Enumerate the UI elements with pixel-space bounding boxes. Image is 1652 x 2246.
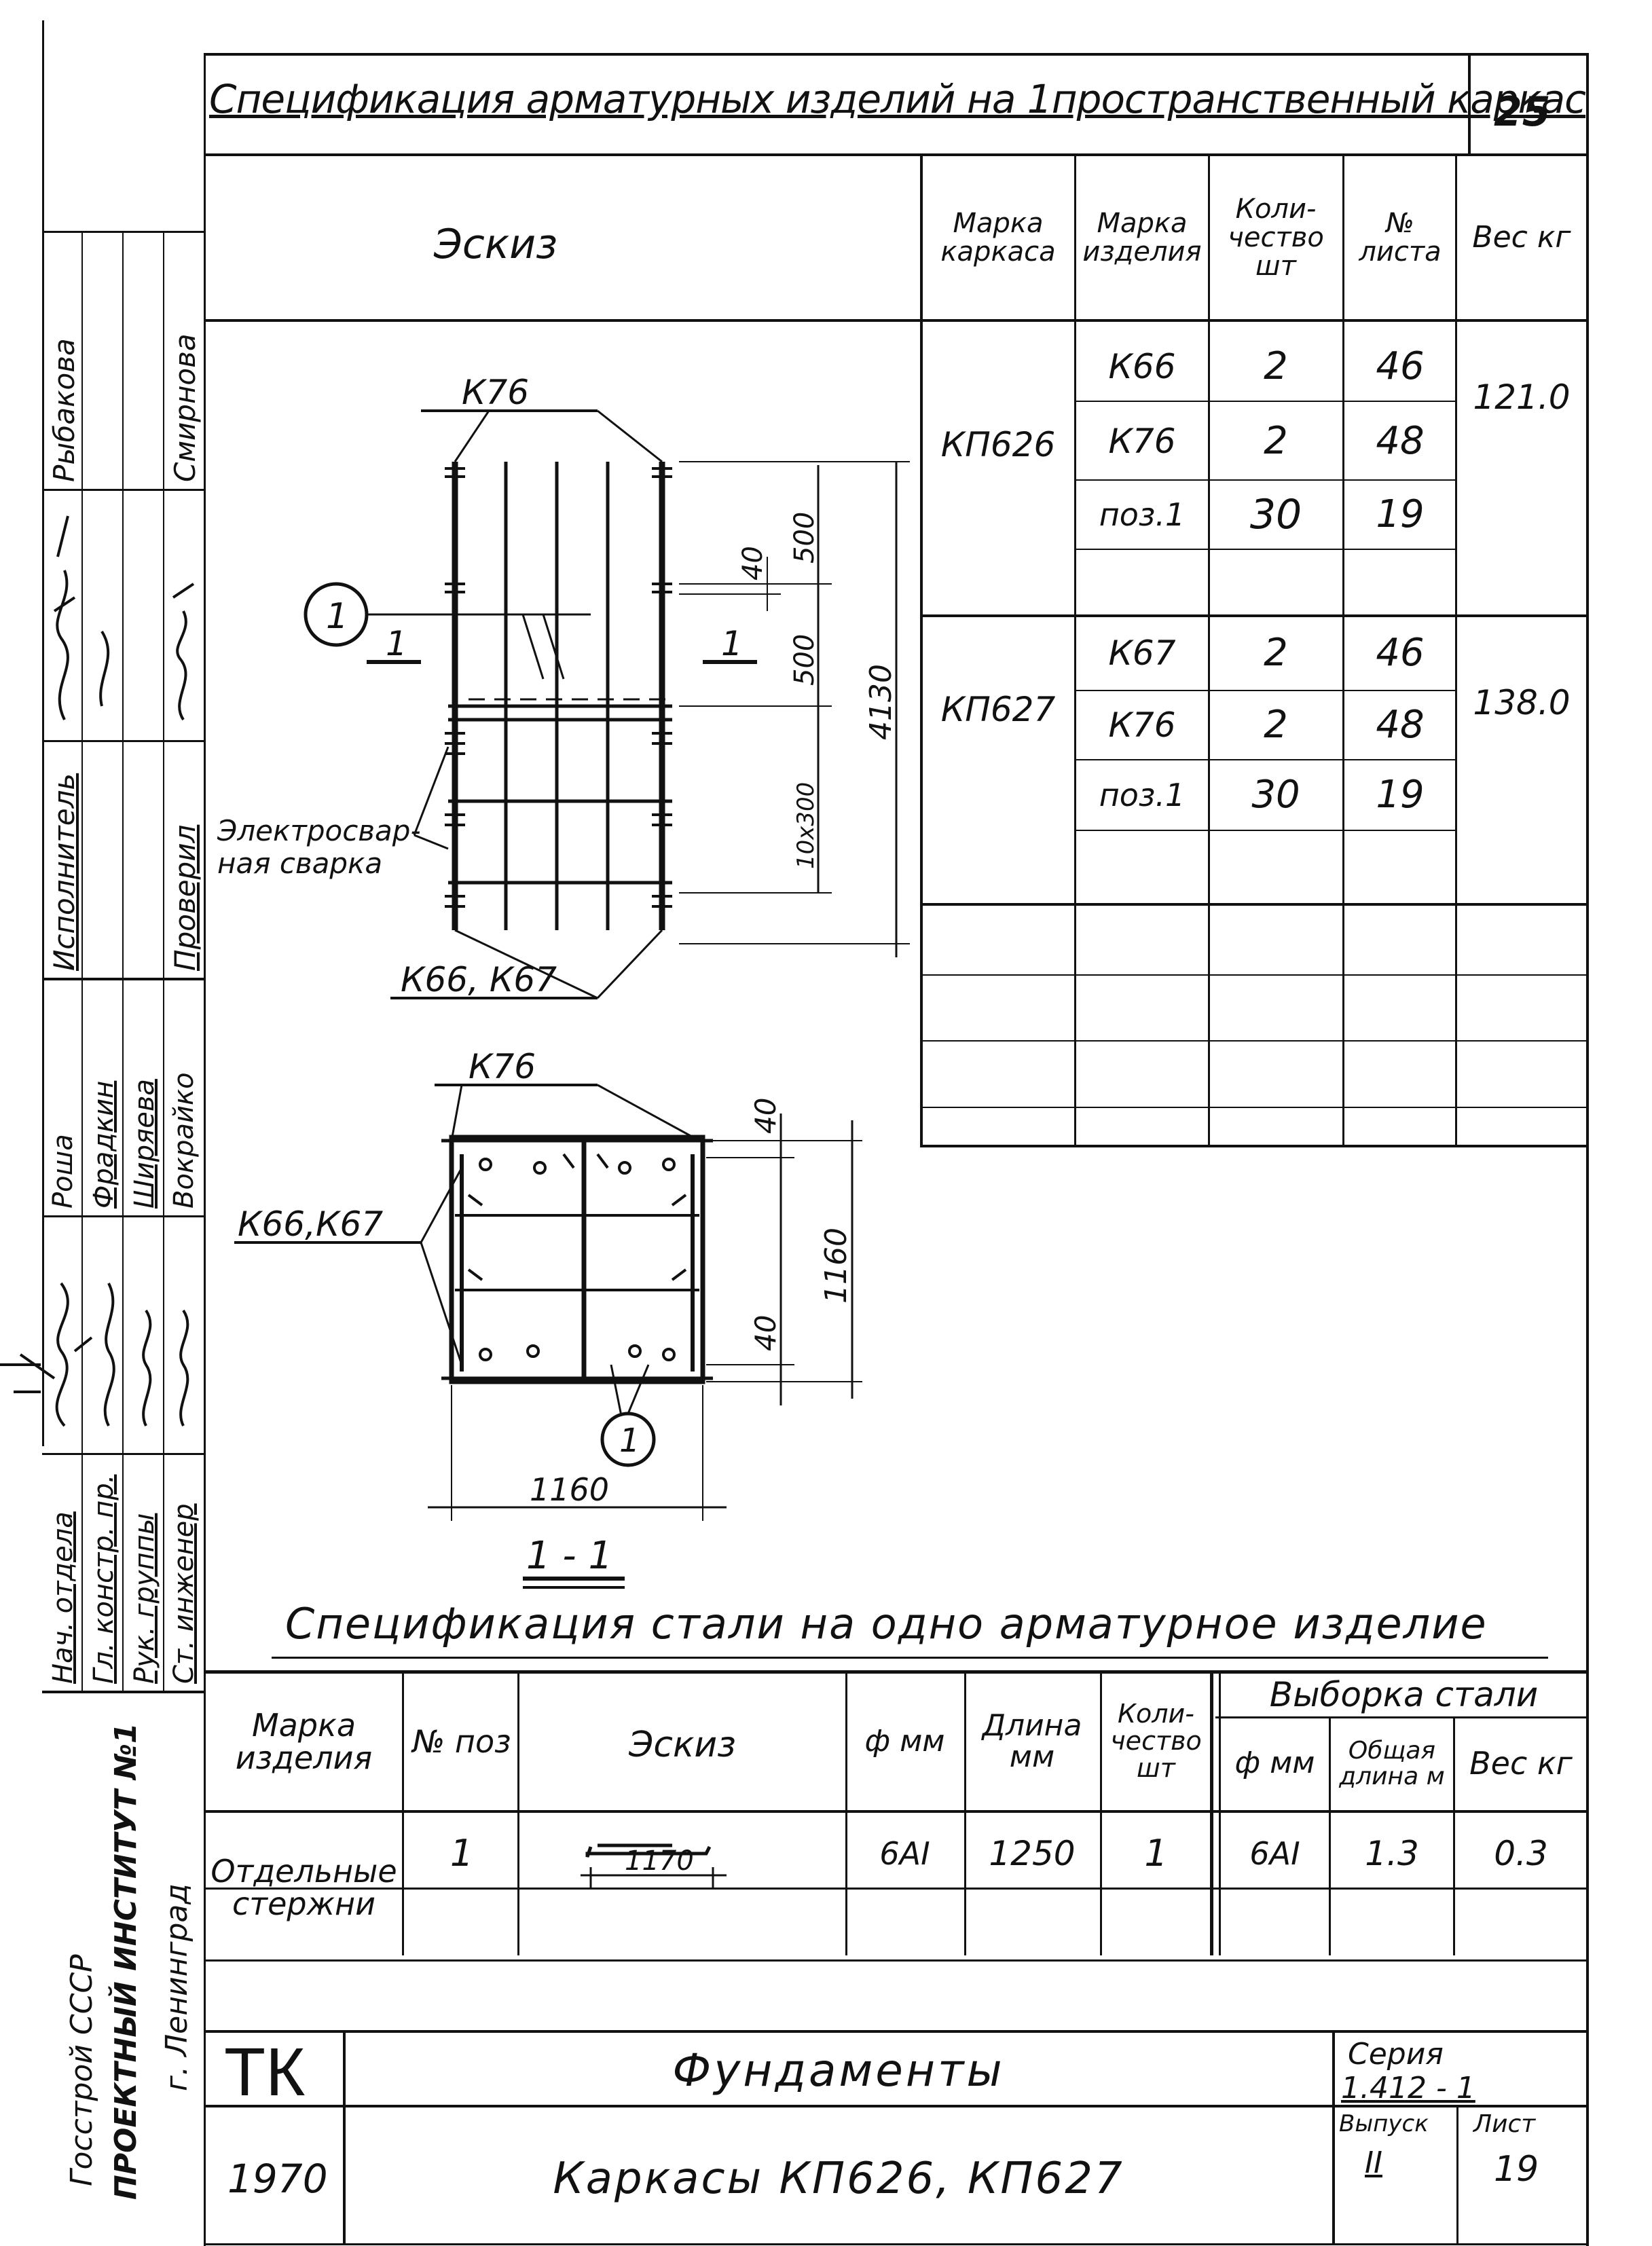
signature-scribbles bbox=[0, 515, 195, 1427]
signature-3 bbox=[14, 1282, 93, 1427]
header-item-mark: Марка изделия bbox=[1082, 208, 1202, 268]
org-line-1: Госстрой СССР bbox=[65, 1954, 99, 2186]
row-sel-weight: 0.3 bbox=[1494, 1833, 1548, 1873]
sheet-1-2: 48 bbox=[1376, 418, 1425, 463]
col-quantity: Коли-чество шт bbox=[1110, 1699, 1202, 1783]
header-weight: Вес кг bbox=[1472, 219, 1571, 255]
title-subject: Фундаменты bbox=[672, 2044, 1005, 2097]
issue-value: II bbox=[1365, 2146, 1382, 2180]
section-label-k76: К76 bbox=[469, 1047, 536, 1086]
row-quantity: 1 bbox=[1144, 1831, 1168, 1875]
series-value: 1.412 - 1 bbox=[1341, 2071, 1475, 2105]
qty-2-1: 2 bbox=[1264, 630, 1288, 675]
item-2-3: поз.1 bbox=[1099, 776, 1186, 813]
sheet-2-1: 46 bbox=[1376, 630, 1425, 675]
section-dim-1160-bottom: 1160 bbox=[530, 1471, 609, 1508]
steel-spec-title: Спецификация стали на одно арматурное из… bbox=[285, 1599, 1488, 1649]
page-number: 25 bbox=[1494, 88, 1551, 136]
signature-6 bbox=[179, 1309, 189, 1426]
col-sel-diameter: ф мм bbox=[1234, 1746, 1315, 1781]
signature-1 bbox=[53, 515, 76, 720]
section-mark-left: 1 bbox=[386, 624, 407, 663]
header-quantity: Коли-чество шт bbox=[1228, 194, 1324, 282]
col-sel-total-length: Общая длина м bbox=[1339, 1736, 1445, 1790]
org-line-2: ПРОЕКТНЫЙ ИНСТИТУТ №1 bbox=[109, 1723, 143, 2200]
col-item-mark: Марка изделия bbox=[235, 1706, 373, 1776]
row-item-mark: Отдельные стержни bbox=[210, 1852, 397, 1922]
org-line-3: г. Ленинград bbox=[160, 1883, 194, 2091]
qty-1-2: 2 bbox=[1264, 418, 1288, 463]
section-dim-40-bottom: 40 bbox=[749, 1315, 782, 1351]
header-sheet-no: № листа bbox=[1359, 208, 1442, 268]
callout-1: 1 bbox=[326, 596, 348, 637]
sheet-label: Лист bbox=[1473, 2110, 1536, 2138]
sheet-title: Спецификация арматурных изделий на 1прос… bbox=[209, 76, 1586, 122]
sheet-1-1: 46 bbox=[1376, 344, 1425, 388]
label-k76-top: К76 bbox=[462, 373, 529, 412]
signature-2 bbox=[172, 583, 195, 721]
item-1-3: поз.1 bbox=[1099, 496, 1186, 533]
signature-4 bbox=[103, 1283, 115, 1426]
dim-10x300: 10х300 bbox=[792, 782, 820, 869]
row-length: 1250 bbox=[989, 1833, 1076, 1873]
weight-2: 138.0 bbox=[1473, 682, 1571, 722]
qty-1-1: 2 bbox=[1264, 344, 1288, 388]
item-1-2: К76 bbox=[1108, 421, 1176, 461]
dim-500-mid: 500 bbox=[789, 634, 820, 686]
bar-sketch-icon bbox=[581, 1843, 727, 1888]
section-mark-right: 1 bbox=[721, 624, 743, 663]
weld-label: Электросвар-ная сварка bbox=[217, 815, 421, 880]
row-sel-diameter: 6АI bbox=[1249, 1835, 1300, 1872]
item-2-1: К67 bbox=[1108, 633, 1176, 673]
qty-2-3: 30 bbox=[1251, 772, 1300, 817]
col-selection: Выборка стали bbox=[1269, 1674, 1539, 1714]
sheet-1-3: 19 bbox=[1376, 492, 1425, 536]
row-diameter: 6АI bbox=[879, 1835, 930, 1872]
title-year: 1970 bbox=[227, 2156, 328, 2202]
frame-mark-1: КП626 bbox=[940, 424, 1056, 464]
section-callout: 1 bbox=[619, 1422, 640, 1460]
dim-4130: 4130 bbox=[864, 664, 898, 740]
signature-7 bbox=[0, 1353, 56, 1380]
col-pos-no: № поз bbox=[412, 1723, 511, 1760]
section-dim-40-top: 40 bbox=[749, 1098, 782, 1134]
frame-mark-2: КП627 bbox=[940, 689, 1056, 729]
qty-2-2: 2 bbox=[1264, 702, 1288, 747]
sheet-value: 19 bbox=[1494, 2149, 1539, 2190]
qty-1-3: 30 bbox=[1249, 490, 1302, 538]
row-pos: 1 bbox=[449, 1831, 474, 1875]
drawing-name: Каркасы КП626, КП627 bbox=[553, 2154, 1124, 2205]
dim-500-top: 500 bbox=[789, 512, 820, 564]
row-sketch: 1170 bbox=[523, 1820, 842, 1955]
item-2-2: К76 bbox=[1108, 705, 1176, 745]
col-sketch: Эскиз bbox=[629, 1724, 736, 1765]
row-sketch-dim: 1170 bbox=[625, 1845, 694, 1877]
col-sel-weight: Вес кг bbox=[1469, 1745, 1573, 1782]
header-frame-mark: Марка каркаса bbox=[940, 208, 1056, 268]
sheet-2-3: 19 bbox=[1376, 772, 1425, 817]
section-label-frames: К66,К67 bbox=[238, 1204, 383, 1244]
header-sketch: Эскиз bbox=[433, 220, 558, 268]
weight-1: 121.0 bbox=[1473, 377, 1571, 417]
dim-40: 40 bbox=[737, 546, 769, 581]
item-1-1: К66 bbox=[1108, 346, 1176, 386]
issue-label: Выпуск bbox=[1339, 2110, 1429, 2137]
col-length: Длина мм bbox=[982, 1708, 1082, 1774]
series-label: Серия bbox=[1348, 2037, 1444, 2072]
row-sel-length: 1.3 bbox=[1365, 1833, 1419, 1873]
title-code: ТК bbox=[224, 2034, 306, 2110]
signature-8 bbox=[99, 630, 110, 707]
col-diameter: ф мм bbox=[864, 1723, 945, 1759]
label-frames: К66, К67 bbox=[401, 960, 557, 999]
section-dim-1160-right: 1160 bbox=[819, 1228, 853, 1304]
sheet-2-2: 48 bbox=[1376, 702, 1425, 747]
section-title: 1 - 1 bbox=[526, 1534, 612, 1578]
signature-5 bbox=[142, 1309, 152, 1426]
